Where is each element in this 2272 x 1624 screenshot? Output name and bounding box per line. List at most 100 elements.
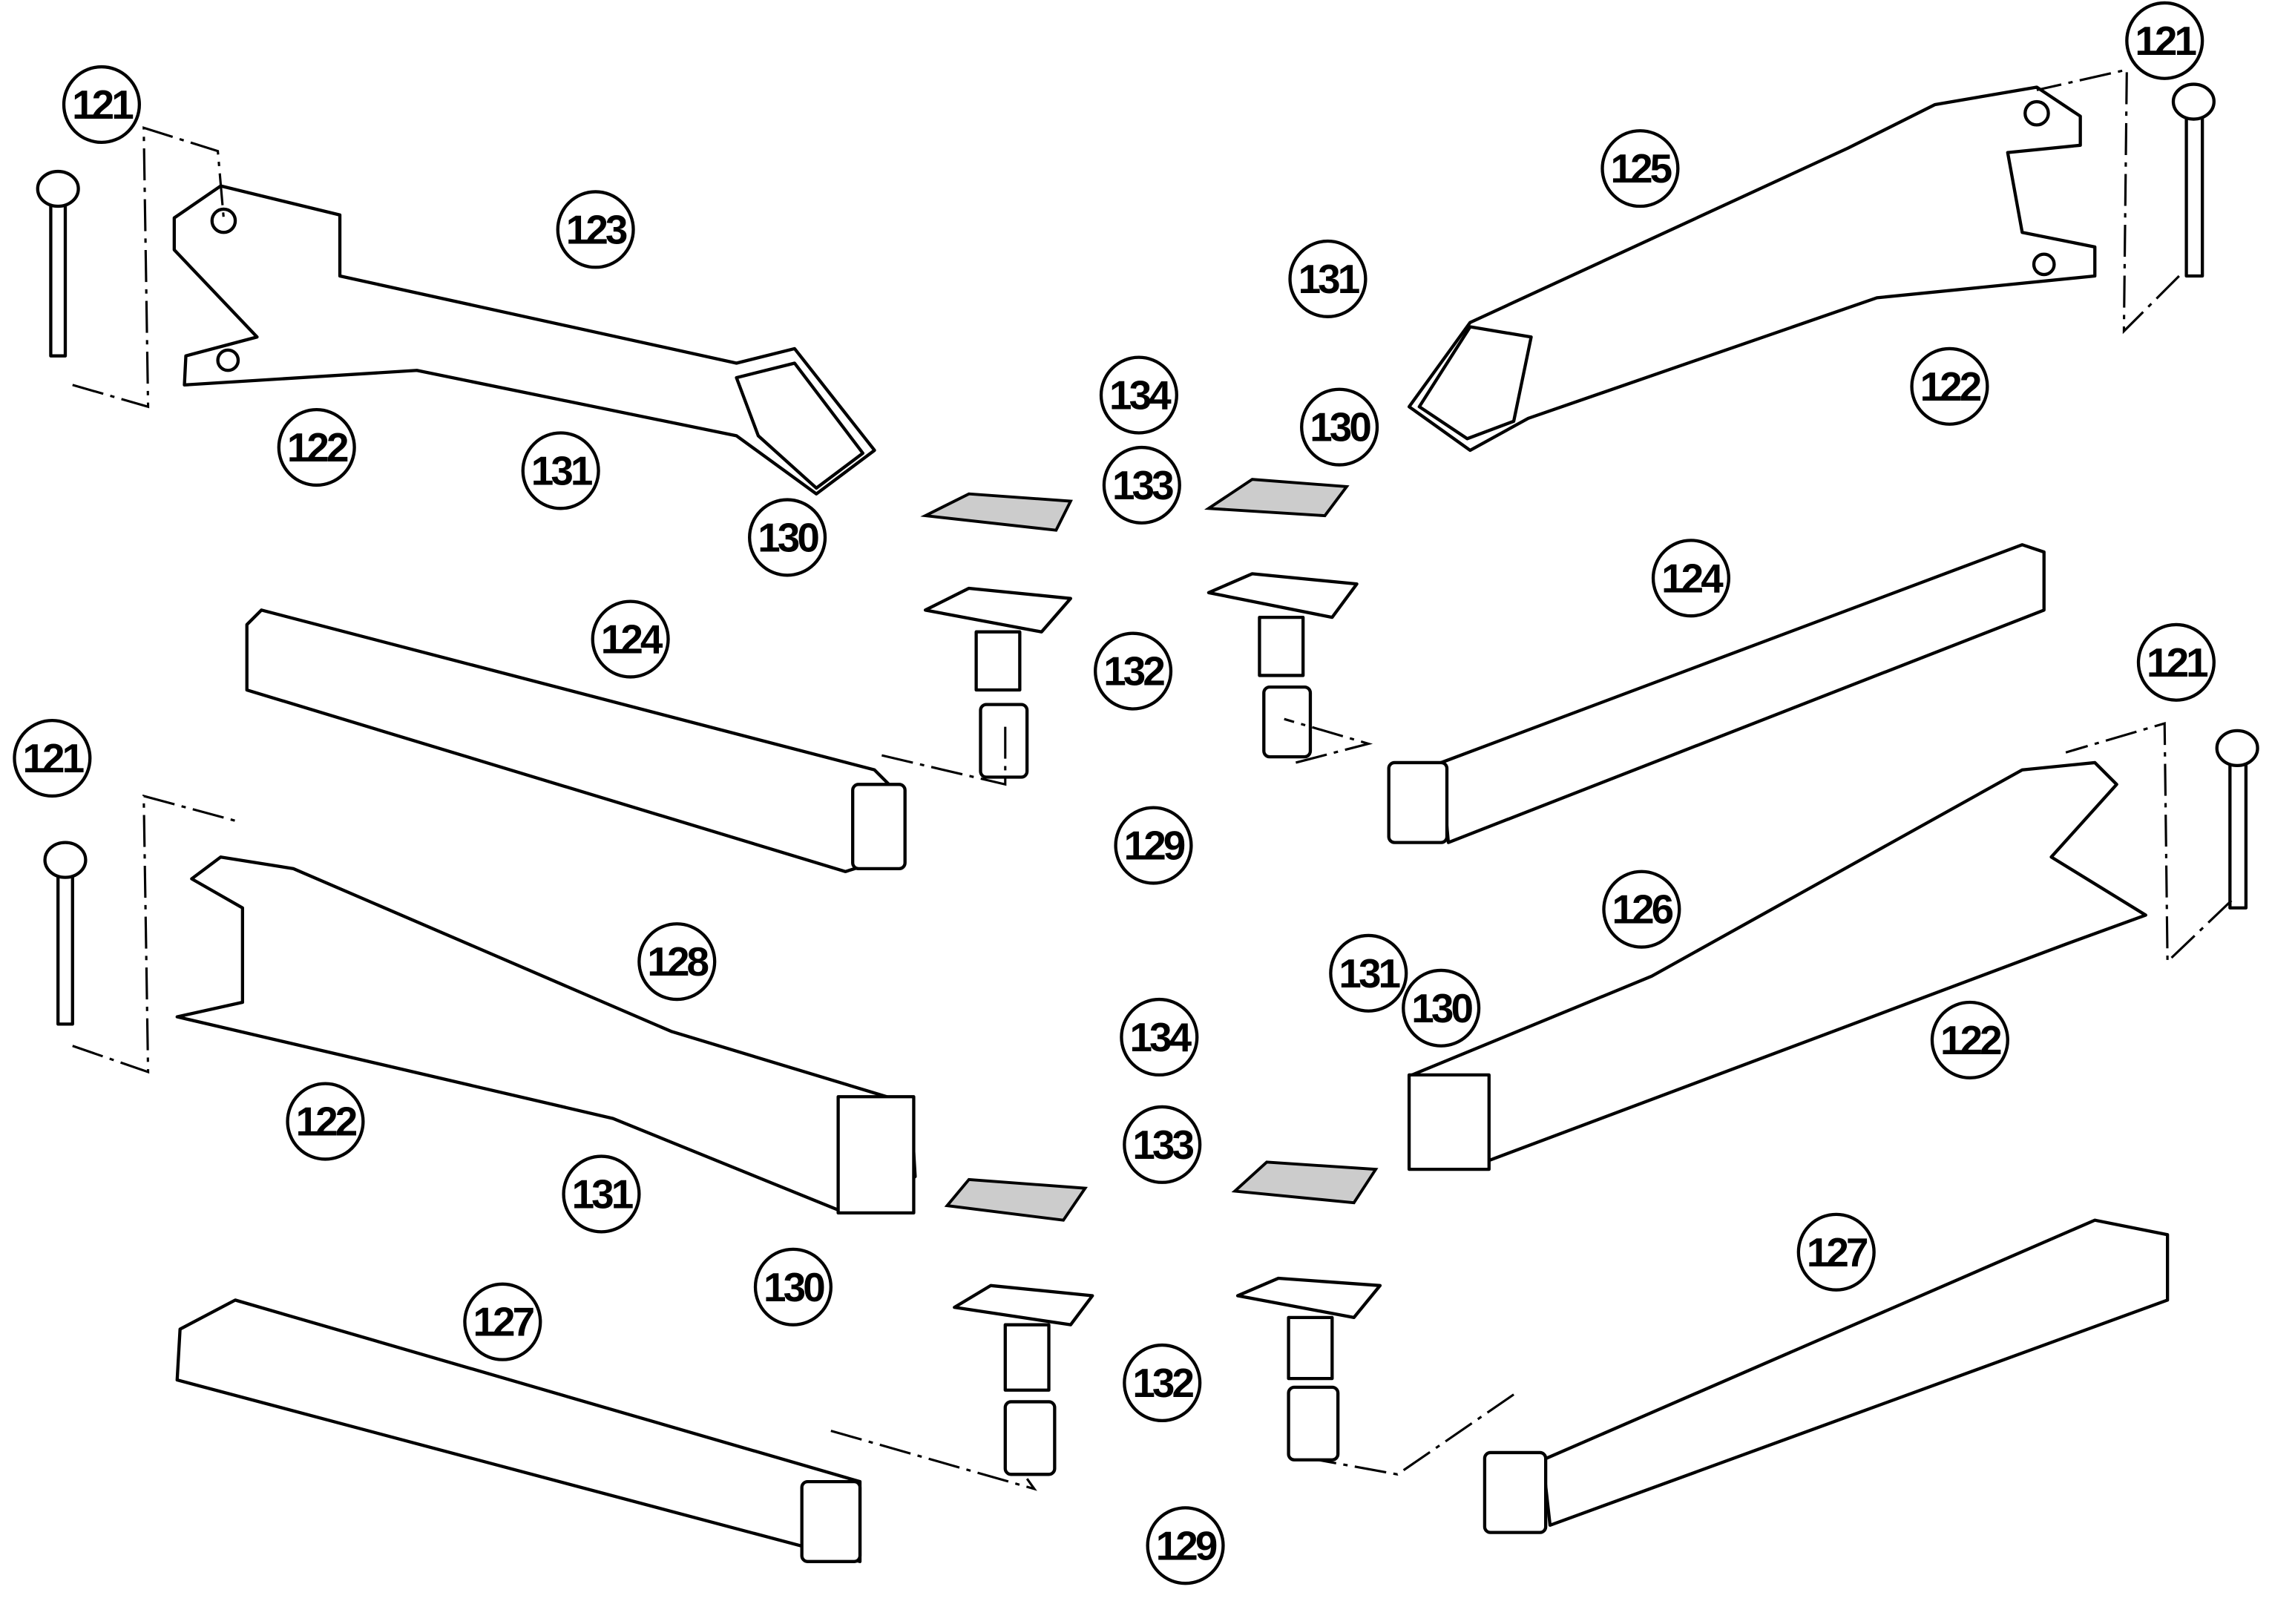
callout-label: 121 [2135, 18, 2196, 64]
callout-circle [1099, 355, 1178, 435]
callout-131: 131 [1288, 239, 1368, 318]
callout-label: 131 [1298, 256, 1359, 302]
callout-121: 121 [13, 718, 92, 798]
callout-130: 130 [1402, 968, 1481, 1048]
callout-circle [1123, 1105, 1202, 1184]
callout-122: 122 [277, 407, 356, 487]
callout-label: 129 [1156, 1522, 1217, 1568]
callout-122: 122 [286, 1082, 365, 1161]
callout-label: 121 [2147, 640, 2207, 686]
pin-121 [43, 841, 88, 1026]
callout-130: 130 [753, 1247, 833, 1327]
callout-circle [277, 407, 356, 487]
callout-122: 122 [1930, 1000, 2009, 1079]
callout-circle [637, 922, 717, 1002]
callout-circle [2125, 1, 2204, 80]
callout-label: 126 [1612, 887, 1673, 933]
callout-130: 130 [1300, 387, 1379, 467]
callout-circle [1094, 631, 1173, 711]
callout-label: 124 [601, 617, 663, 663]
callout-label: 131 [572, 1171, 633, 1217]
callout-circle [1288, 239, 1368, 318]
callout-circle [1651, 539, 1731, 618]
callout-132: 132 [1094, 631, 1173, 711]
callout-circle [591, 599, 670, 679]
callout-circle [1796, 1212, 1876, 1292]
callout-label: 130 [758, 514, 818, 560]
arm-124 [1387, 543, 2046, 844]
callout-circle [556, 190, 635, 269]
callout-label: 127 [1807, 1229, 1868, 1275]
callout-131: 131 [521, 431, 600, 510]
callout-134: 134 [1120, 997, 1199, 1077]
callout-label: 128 [647, 938, 708, 984]
callout-label: 130 [1411, 985, 1472, 1031]
pin-121 [2171, 82, 2216, 278]
callout-133: 133 [1123, 1105, 1202, 1184]
callout-label: 122 [287, 424, 348, 470]
callout-127: 127 [463, 1282, 542, 1361]
callout-circle [286, 1082, 365, 1161]
callout-133: 133 [1102, 445, 1181, 525]
callout-label: 123 [566, 206, 627, 252]
callout-123: 123 [556, 190, 635, 269]
callout-124: 124 [1651, 539, 1731, 618]
callout-label: 122 [1920, 364, 1981, 410]
pads [920, 478, 1379, 1222]
callout-circle [2136, 622, 2216, 702]
callout-circle [748, 498, 827, 577]
callout-circle [562, 1154, 641, 1234]
callout-label: 129 [1124, 823, 1185, 869]
callout-131: 131 [1329, 933, 1408, 1013]
callout-circle [1146, 1506, 1225, 1585]
arm-126 [1407, 760, 2147, 1171]
pin-121 [36, 169, 80, 358]
callout-122: 122 [1910, 346, 1989, 426]
callout-129: 129 [1146, 1506, 1225, 1585]
callout-label: 133 [1132, 1122, 1193, 1168]
callout-134: 134 [1099, 355, 1178, 435]
callout-121: 121 [62, 65, 141, 145]
callout-circle [1329, 933, 1408, 1013]
callout-label: 132 [1132, 1360, 1193, 1406]
callout-label: 125 [1611, 145, 1672, 191]
callout-circle [1910, 346, 1989, 426]
arm-127 [175, 1298, 862, 1563]
callout-132: 132 [1123, 1343, 1202, 1423]
callout-125: 125 [1600, 129, 1680, 208]
callout-circle [1120, 997, 1199, 1077]
callout-label: 132 [1103, 648, 1164, 694]
callout-label: 121 [23, 735, 84, 781]
callout-124: 124 [591, 599, 670, 679]
callout-circle [62, 65, 141, 145]
pin-121 [2215, 729, 2259, 910]
callout-label: 124 [1661, 555, 1724, 601]
callout-label: 127 [473, 1299, 533, 1345]
callout-circle [521, 431, 600, 510]
arm-123 [172, 184, 876, 496]
callout-label: 133 [1112, 462, 1173, 508]
callout-label: 131 [1339, 950, 1399, 996]
arm-127 [1483, 1218, 2170, 1534]
callout-label: 122 [296, 1099, 357, 1145]
callout-circle [13, 718, 92, 798]
callout-label: 130 [1310, 404, 1370, 450]
callout-label: 122 [1940, 1017, 2001, 1063]
callout-label: 131 [531, 447, 592, 493]
callout-129: 129 [1114, 806, 1193, 885]
callout-130: 130 [748, 498, 827, 577]
dash-lines [72, 68, 2233, 1491]
callout-circle [1114, 806, 1193, 885]
callout-circle [1600, 129, 1680, 208]
callout-121: 121 [2125, 1, 2204, 80]
arm-125 [1407, 85, 2097, 453]
callout-circle [1102, 445, 1181, 525]
callout-121: 121 [2136, 622, 2216, 702]
callout-label: 134 [1109, 372, 1172, 418]
callout-circle [1402, 968, 1481, 1048]
callout-circle [1602, 869, 1681, 949]
callout-circle [1123, 1343, 1202, 1423]
arm-128 [175, 855, 917, 1215]
callout-126: 126 [1602, 869, 1681, 949]
